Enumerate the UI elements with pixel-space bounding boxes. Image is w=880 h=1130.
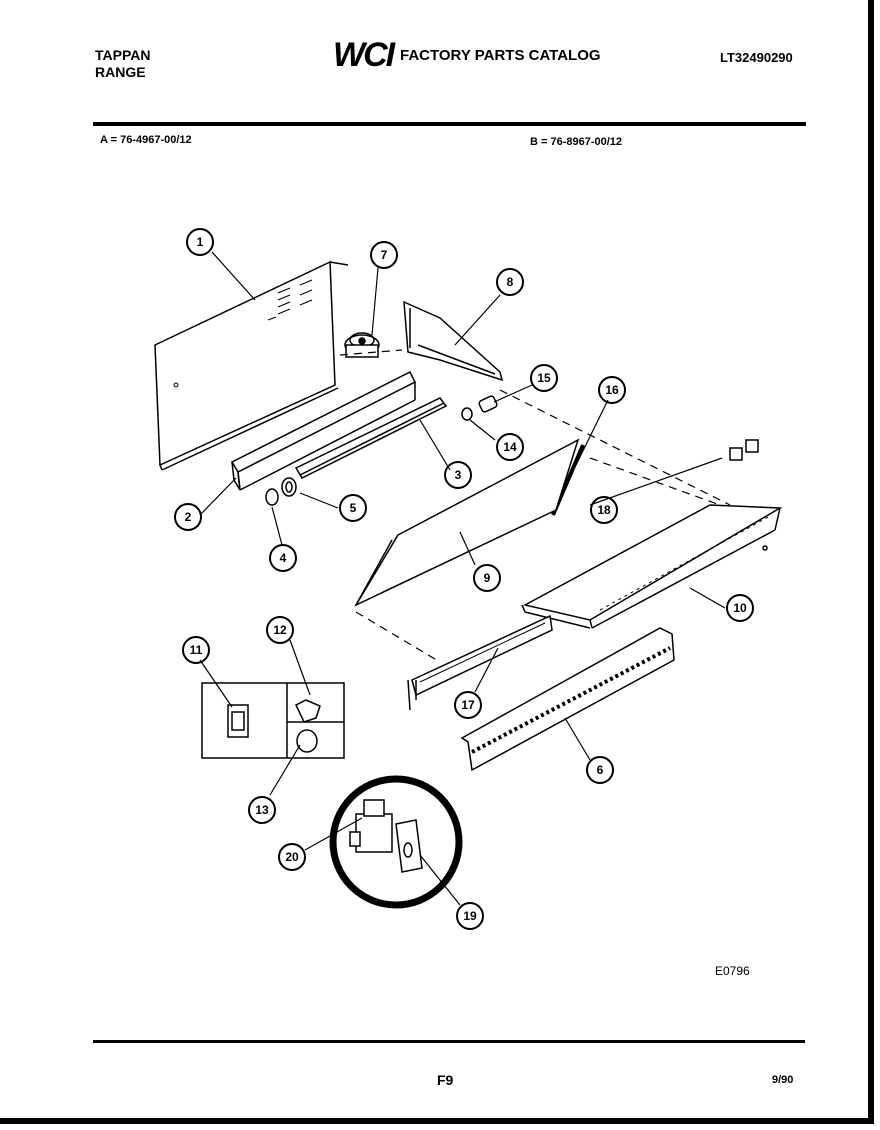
callout-label: 15 [537,371,551,385]
callout-label: 4 [280,551,287,565]
model-a-number: A = 76-4967-00/12 [100,134,192,146]
part-4-ring [265,488,279,506]
callout-19: 19 [456,902,484,930]
callout-label: 18 [597,503,611,517]
revision-date: 9/90 [772,1074,794,1086]
part-20-relay [355,813,393,853]
header-rule [93,122,806,126]
callout-20: 20 [278,843,306,871]
part-17-rail [407,614,553,711]
wci-logo: WCI [333,36,397,72]
part-15-connector [478,395,498,413]
callout-7: 7 [370,241,398,269]
model-b-number: B = 76-8967-00/12 [530,136,623,148]
callout-label: 12 [273,623,287,637]
callout-label: 13 [255,803,269,817]
callout-label: 3 [455,468,462,482]
callout-1: 1 [186,228,214,256]
footer-rule [93,1040,805,1043]
callout-label: 7 [381,248,388,262]
part-5-bushing [281,477,297,497]
part-9-panel [354,438,580,607]
callout-8: 8 [496,268,524,296]
part-2-channel [230,370,417,491]
catalog-title: FACTORY PARTS CATALOG [400,47,601,64]
part-19-bracket [395,819,423,873]
callout-16: 16 [598,376,626,404]
wci-logo-text: WCI [333,36,397,72]
brand-name: TAPPAN [95,47,151,63]
diagram-code: E0796 [715,964,750,978]
part-13-gasket [296,729,318,753]
callout-label: 14 [503,440,517,454]
part-14-clip [461,407,473,421]
brand-block: TAPPAN RANGE [95,47,150,81]
leader-lines [199,251,726,906]
part-11-switch [227,704,249,738]
page-number: F9 [437,1072,454,1088]
part-12-clip [295,699,321,723]
callout-label: 17 [461,698,475,712]
callout-11: 11 [182,636,210,664]
callout-14: 14 [496,433,524,461]
callout-label: 1 [197,235,204,249]
callout-9: 9 [473,564,501,592]
callout-18: 18 [590,496,618,524]
callout-label: 11 [190,643,203,657]
callout-label: 20 [285,850,299,864]
callout-label: 19 [463,909,477,923]
part-1-back-panel [154,260,349,471]
part-8-bracket [403,300,504,382]
callout-label: 10 [733,601,747,615]
parts-11-13-kit-box [201,682,345,759]
callout-12: 12 [266,616,294,644]
callout-2: 2 [174,503,202,531]
callout-15: 15 [530,364,558,392]
part-18-connector [729,439,759,461]
part-7-motor [344,332,380,358]
product-type: RANGE [95,64,146,80]
callout-17: 17 [454,691,482,719]
callout-label: 9 [484,571,491,585]
callout-3: 3 [444,461,472,489]
callout-label: 8 [507,275,514,289]
callout-4: 4 [269,544,297,572]
callout-label: 6 [597,763,604,777]
callout-13: 13 [248,796,276,824]
parts-19-20-detail [329,775,463,909]
callout-label: 5 [350,501,357,515]
part-3-rod [294,397,448,479]
callout-label: 16 [605,383,619,397]
catalog-number: LT32490290 [720,50,793,65]
callout-6: 6 [586,756,614,784]
part-10-shelf [521,504,783,629]
callout-10: 10 [726,594,754,622]
callout-5: 5 [339,494,367,522]
part-6-trim [460,627,675,772]
callout-label: 2 [185,510,192,524]
